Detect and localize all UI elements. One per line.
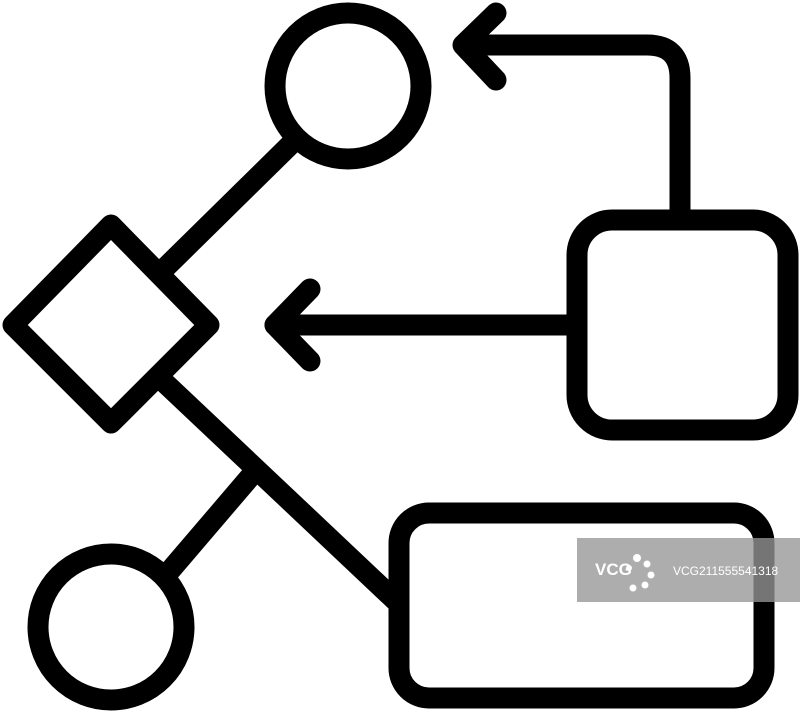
watermark-id: VCG211555541318 (673, 564, 779, 578)
right-square (566, 209, 799, 441)
bottom-rectangle (388, 502, 775, 709)
connector-square-to-top-circle (454, 34, 691, 223)
decision-diamond (2, 214, 220, 434)
arrowhead-top (452, 2, 507, 91)
vcg-logo-icon (626, 554, 655, 592)
arrowhead-middle (264, 278, 321, 372)
watermark-brand: VCG (595, 560, 632, 579)
watermark: VCG VCG211555541318 (577, 538, 800, 602)
connector-diamond-to-bottom-rectangle (154, 372, 409, 614)
connector-branch-to-bottom-circle (157, 459, 267, 584)
top-circle (264, 2, 432, 170)
bottom-circle (27, 543, 195, 711)
connector-diamond-to-top-circle (154, 134, 301, 279)
